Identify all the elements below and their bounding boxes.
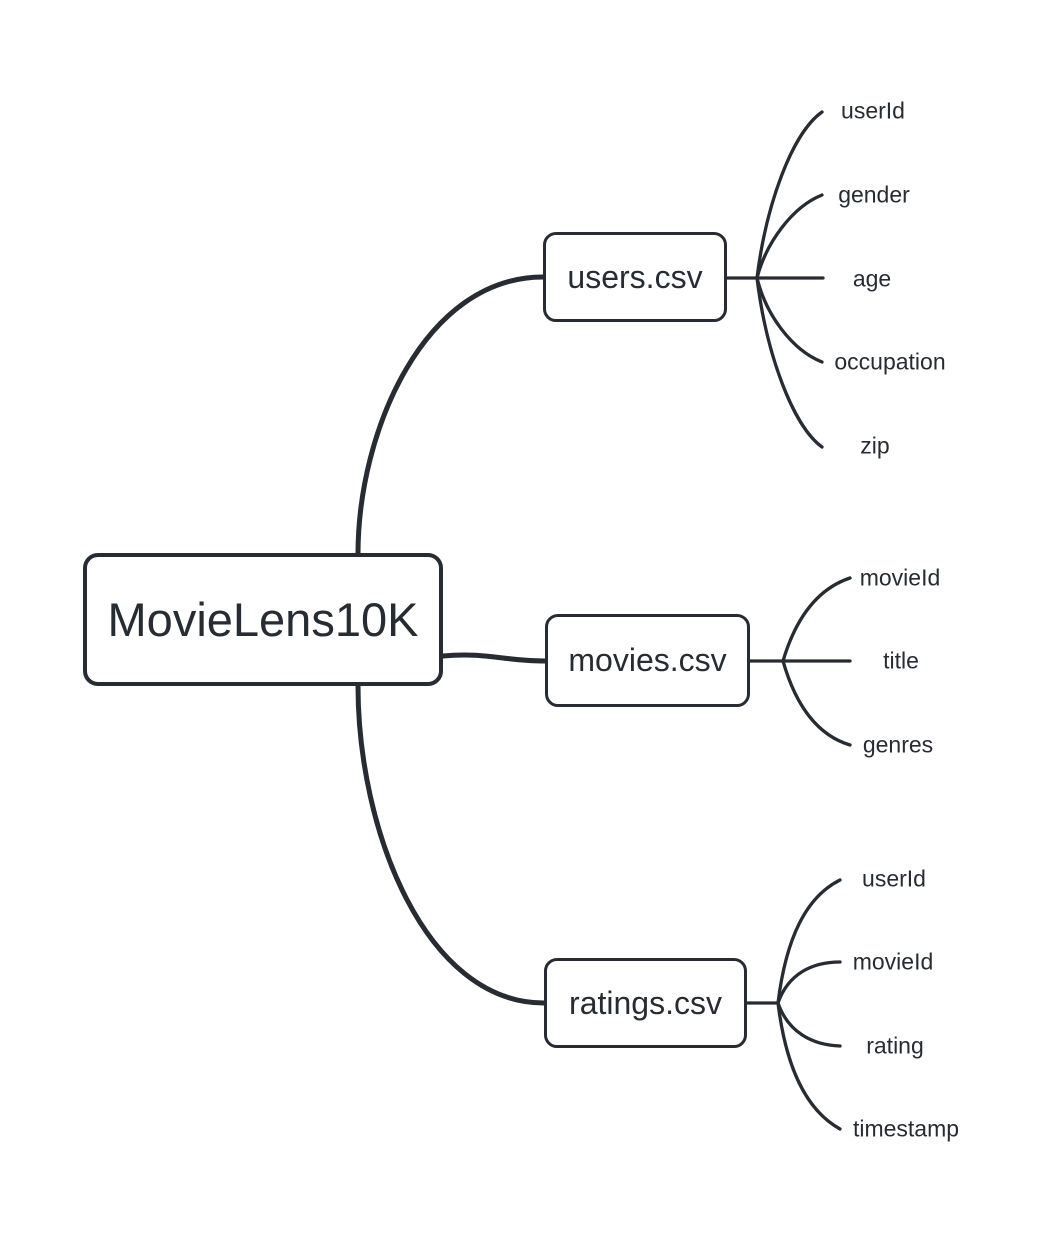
edge-root-ratings (355, 683, 547, 1006)
leaf-users-zip: zip (860, 432, 890, 459)
edge-root-users (355, 274, 546, 557)
leaf-ratings-movieid: movieId (852, 948, 934, 975)
leaf-movies-movieid: movieId (859, 564, 941, 591)
edge-users-zip (755, 276, 824, 449)
edge-ratings-userid (776, 878, 842, 1005)
node-root: MovieLens10K (83, 553, 443, 686)
leaf-movies-genres: genres (862, 731, 934, 758)
edge-ratings-rating (776, 1001, 842, 1048)
leaf-movies-title: title (883, 647, 919, 674)
node-users-csv: users.csv (543, 232, 727, 322)
node-users-csv-label: users.csv (567, 258, 703, 295)
leaf-users-gender: gender (838, 181, 910, 208)
edge-ratings-movieid (776, 960, 842, 1005)
node-movies-csv: movies.csv (545, 614, 750, 707)
edge-root-movies (440, 652, 548, 664)
leaf-users-age: age (852, 265, 892, 292)
node-movies-csv-label: movies.csv (568, 642, 727, 678)
leaf-ratings-timestamp: timestamp (852, 1115, 960, 1142)
node-ratings-csv-label: ratings.csv (569, 984, 722, 1021)
node-root-label: MovieLens10K (107, 593, 419, 646)
node-ratings-csv: ratings.csv (544, 958, 747, 1048)
leaf-ratings-userid: userId (862, 865, 926, 892)
leaf-ratings-rating: rating (866, 1032, 924, 1059)
edge-ratings-timestamp (776, 1001, 842, 1131)
leaf-users-userid: userId (841, 97, 905, 124)
edge-users-userid (755, 110, 824, 280)
edge-movies-genres (781, 659, 852, 747)
edge-users-gender (755, 193, 824, 280)
edge-users-occupation (755, 276, 824, 364)
edge-movies-movieid (781, 576, 852, 663)
leaf-users-occupation: occupation (834, 348, 946, 375)
